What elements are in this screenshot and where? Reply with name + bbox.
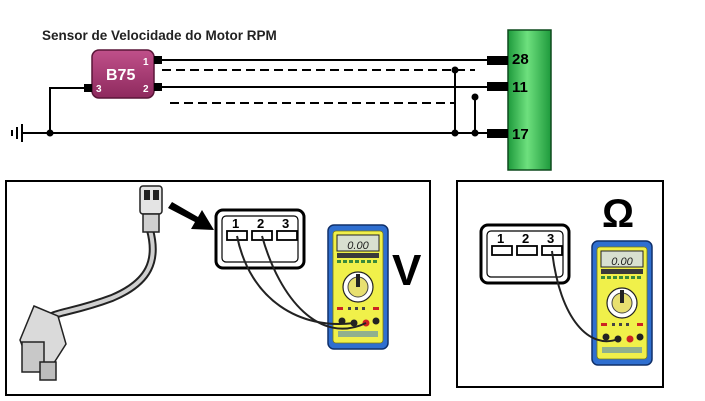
- connector-right-pin-3: 3: [547, 231, 554, 246]
- sensor-pin-stub-2: [154, 83, 162, 91]
- ecu-pin-stub-17: [487, 129, 508, 138]
- meter-left-display: 0.00: [347, 240, 369, 252]
- sensor-pin-stub-1: [154, 56, 162, 64]
- ecu-pin-17: 17: [512, 126, 529, 143]
- probe-wires-right: [551, 250, 619, 343]
- sensor-pin-1: 1: [143, 57, 149, 68]
- sensor-pin-2: 2: [143, 84, 149, 95]
- connector-right-pin-2: 2: [522, 231, 529, 246]
- ecu-pin-stub-11: [487, 82, 508, 91]
- sensor-pin-stub-3: [84, 84, 92, 92]
- sensor-pin-3: 3: [96, 84, 102, 95]
- connector-right: [479, 223, 571, 285]
- signal-wires: [49, 59, 487, 134]
- ecu-pin-11: 11: [512, 79, 528, 96]
- ohm-symbol: Ω: [602, 192, 634, 236]
- voltage-symbol: V: [392, 246, 422, 295]
- sensor-label: B75: [106, 67, 135, 84]
- meter-right-display: 0.00: [611, 256, 633, 268]
- connector-left: [214, 208, 306, 270]
- ground-icon: [11, 124, 50, 142]
- sensor-b75: [91, 49, 155, 99]
- connector-left-pin-1: 1: [232, 216, 239, 231]
- arrow-icon: [168, 202, 214, 230]
- ecu-connector: [507, 29, 552, 171]
- connector-right-pin-1: 1: [497, 231, 504, 246]
- shield-wires: [162, 69, 475, 104]
- ecu-pin-28: 28: [512, 51, 529, 68]
- connector-left-pin-3: 3: [282, 216, 289, 231]
- diagram-title: Sensor de Velocidade do Motor RPM: [42, 28, 277, 43]
- connector-left-pin-2: 2: [257, 216, 264, 231]
- probe-wires-left: [236, 235, 367, 330]
- rpm-sensor-drawing: [19, 185, 163, 381]
- ecu-pin-stub-28: [487, 56, 508, 65]
